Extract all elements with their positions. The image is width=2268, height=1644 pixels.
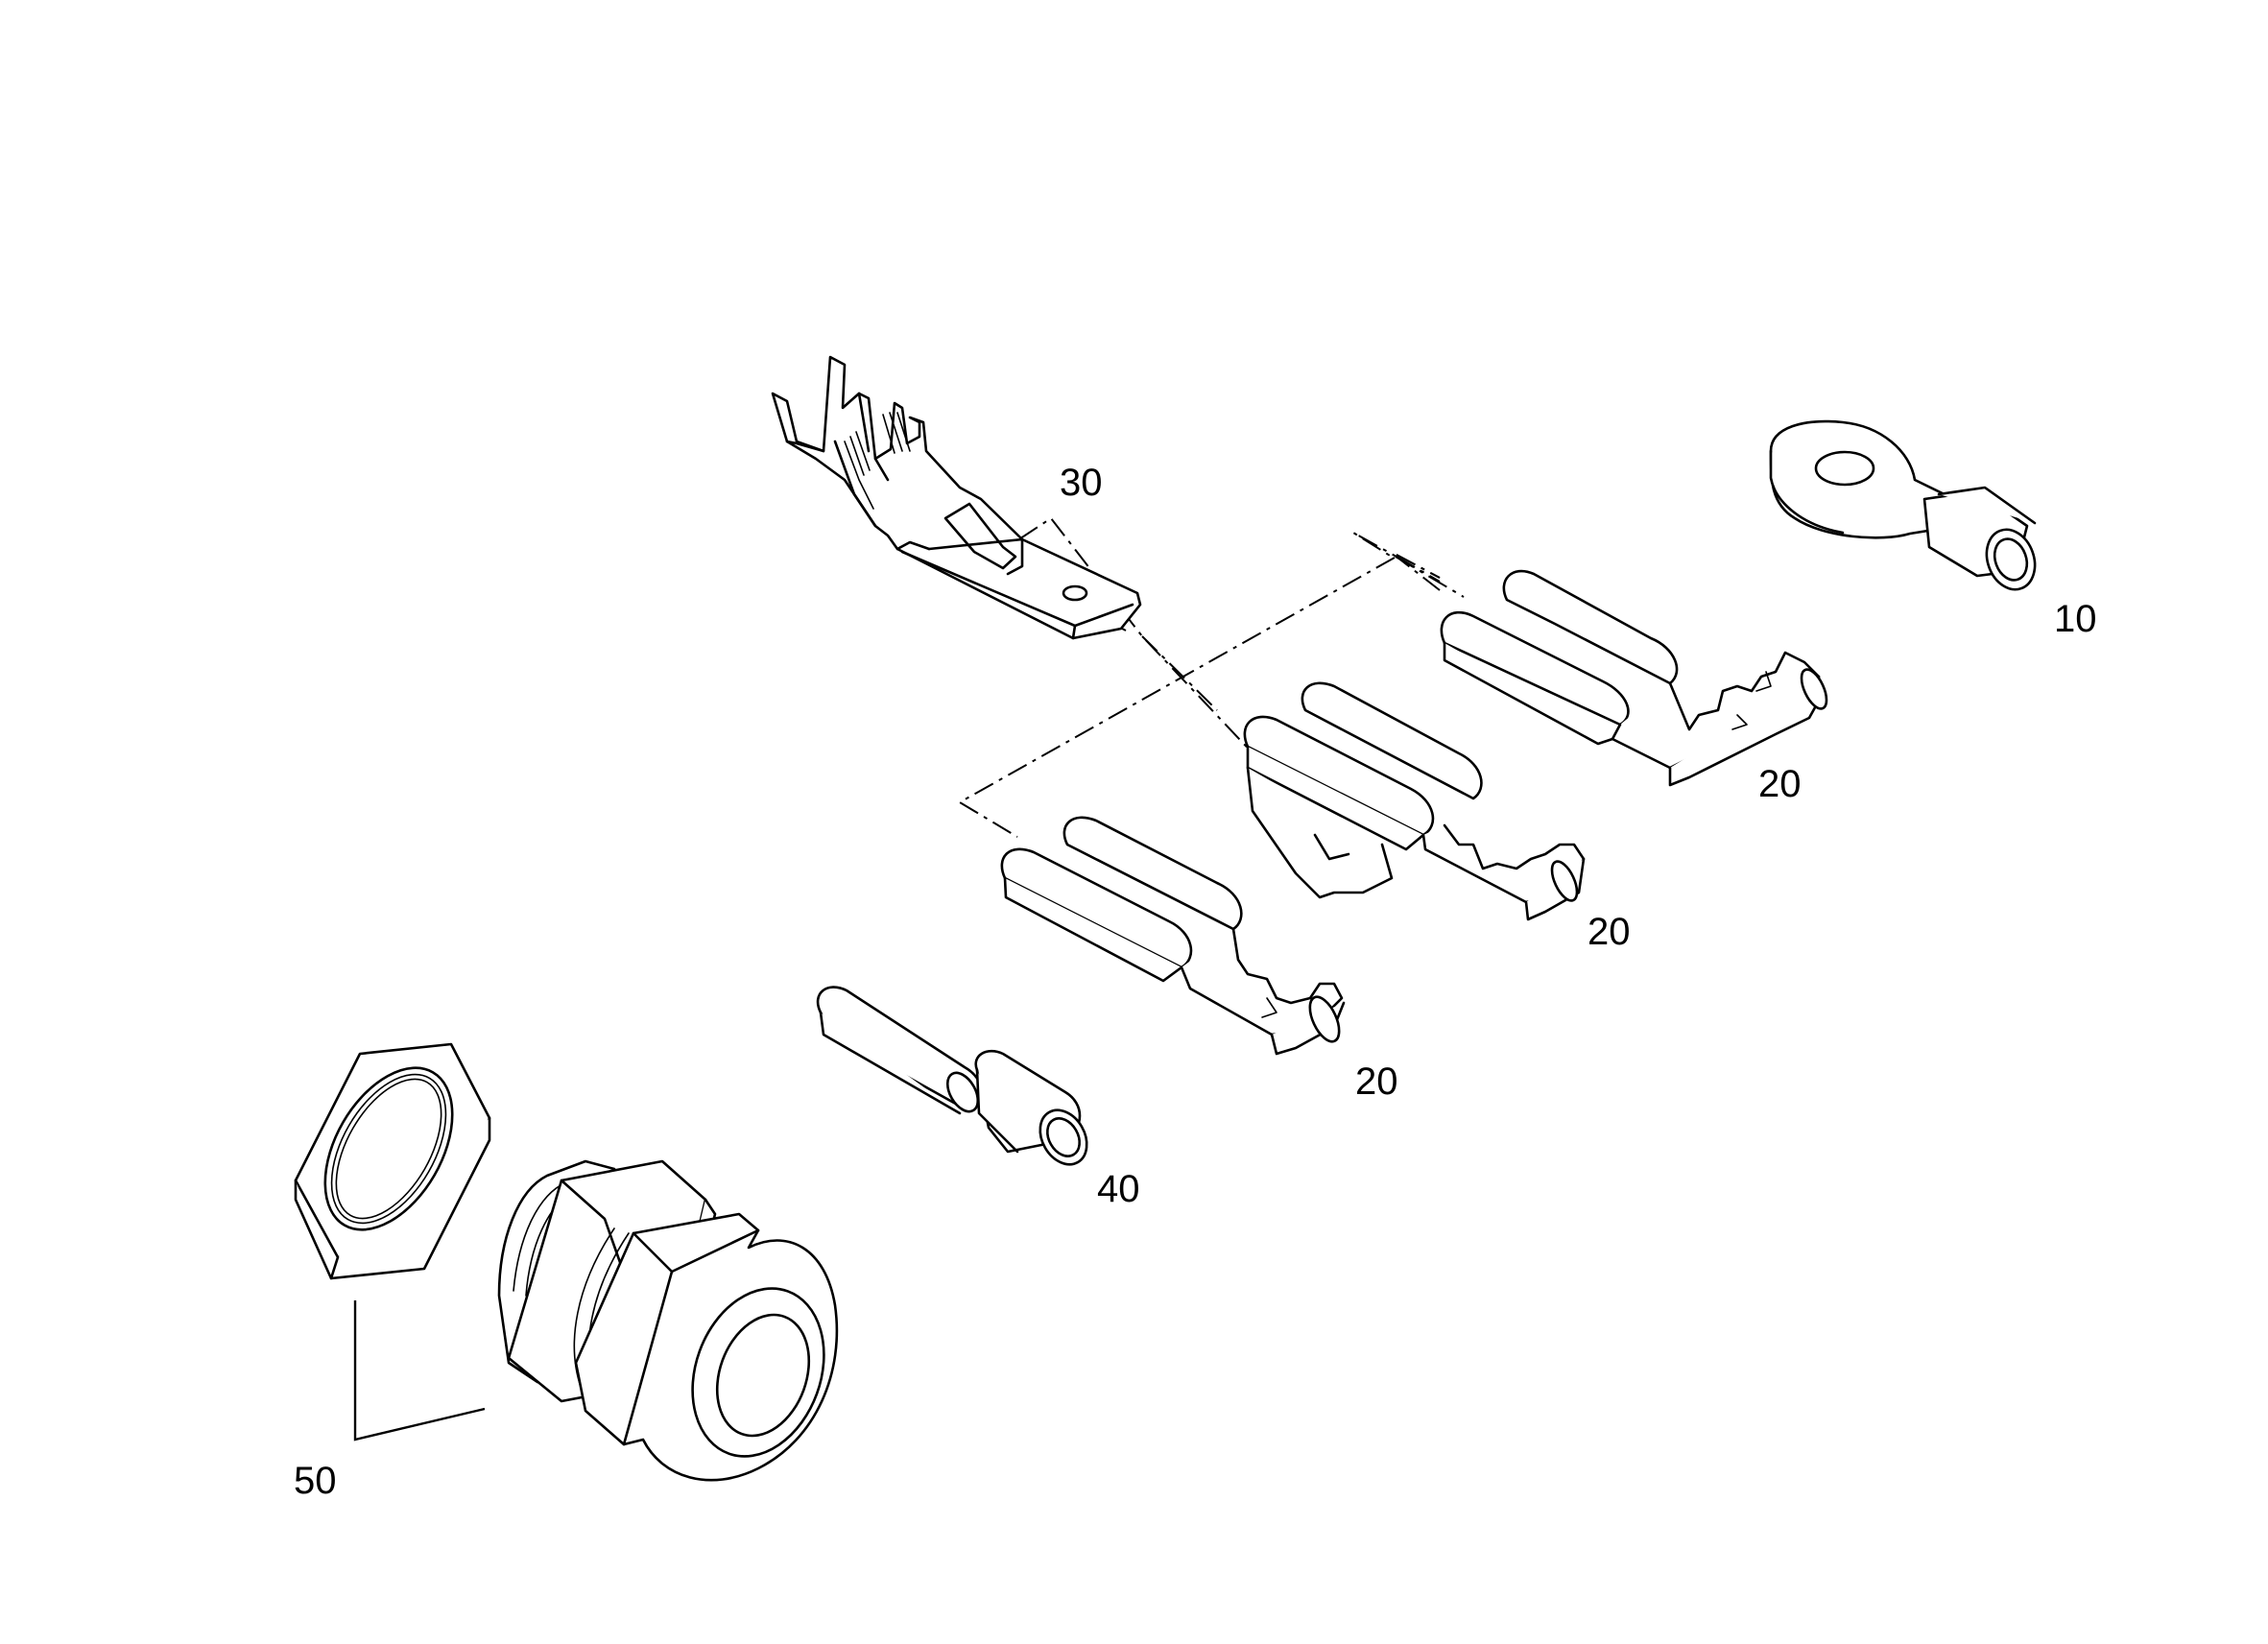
callout-20-middle: 20 <box>1588 911 1631 953</box>
callout-10: 10 <box>2054 598 2097 640</box>
receptacle-top <box>1440 569 1828 787</box>
receptacle-group-outline <box>958 516 1465 838</box>
receptacle-middle <box>1243 681 1586 921</box>
callout-40: 40 <box>1097 1168 1140 1210</box>
callout-20-bottom: 20 <box>1355 1060 1398 1103</box>
ring-terminal <box>1769 419 2037 591</box>
cable-gland <box>294 1042 839 1482</box>
butt-connector <box>816 986 1088 1166</box>
callout-50-leader <box>353 1300 486 1441</box>
tab-terminal <box>771 355 1142 640</box>
callout-30: 30 <box>1060 462 1103 504</box>
receptacle-bottom <box>1000 816 1346 1056</box>
callout-20-top: 20 <box>1758 763 1802 805</box>
callout-50: 50 <box>294 1460 337 1502</box>
